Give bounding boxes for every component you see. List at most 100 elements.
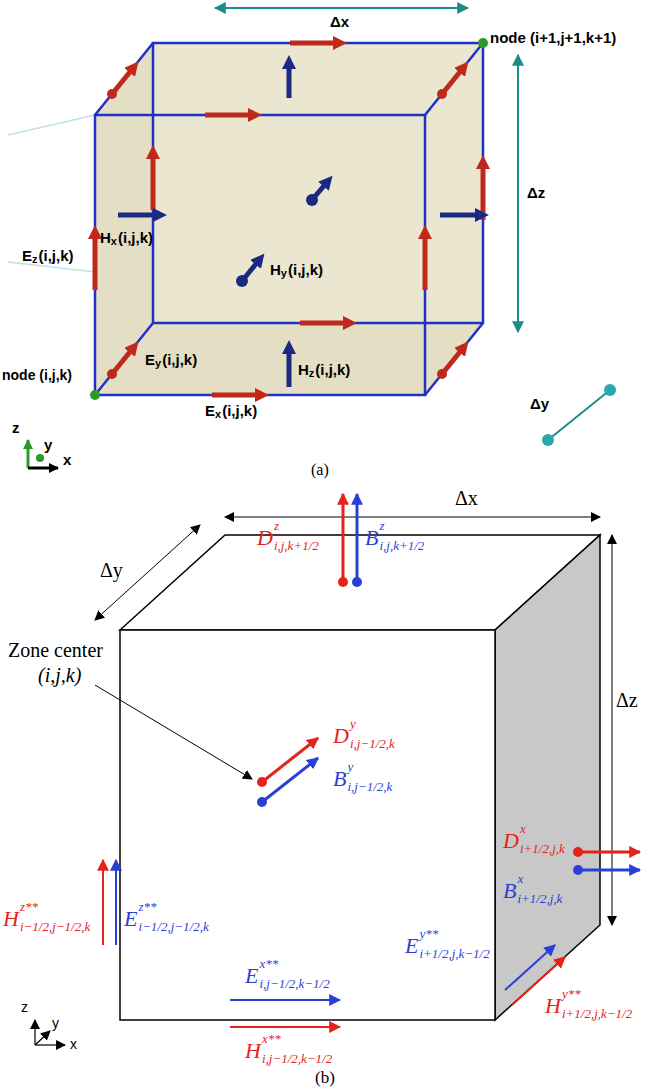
dimension-arrow: [215, 7, 468, 9]
bz-arrow: [356, 494, 359, 582]
dimension-ball: [542, 434, 554, 446]
by-arrow: [262, 758, 318, 802]
hx-arrow: [230, 1026, 340, 1028]
field-symbol: H: [270, 262, 281, 277]
ez-arrow: [93, 232, 98, 290]
edge-field-arrows: [103, 860, 565, 1027]
dimension-label: Δz: [527, 185, 545, 200]
front-face: [120, 630, 495, 1020]
dimension-arrow: [612, 535, 613, 925]
h-field-arrows: [118, 62, 482, 387]
field-symbol: E: [405, 935, 418, 957]
edge: [95, 323, 153, 395]
axis-label: y: [52, 1016, 59, 1030]
field-superscript: x: [520, 822, 526, 835]
field-superscript: z: [379, 519, 384, 532]
ball: [107, 369, 117, 379]
yee-cube-a: [8, 8, 616, 468]
ey-arrow: [442, 347, 464, 374]
field-subscript: i−1/2,j−1/2,k: [138, 920, 208, 933]
ez-arrow: [115, 860, 117, 945]
e-field-balls: [107, 89, 447, 379]
axis: [35, 1044, 65, 1045]
ey-arrow: [505, 945, 555, 990]
field-subscript: z: [32, 254, 38, 265]
field-index: (i,j,k): [222, 403, 257, 418]
field-subscript: i+1/2,j,k−1/2: [419, 947, 489, 960]
dimension-bar: [548, 390, 610, 440]
axis-label: z: [12, 420, 20, 435]
edge: [425, 43, 483, 115]
dimension-label: Δz: [616, 690, 638, 710]
hz-arrow: [287, 347, 292, 387]
dimension-arrow: [225, 517, 600, 518]
field-subscript: i,j,k+1/2: [379, 539, 424, 552]
leader-line: [95, 685, 252, 779]
ball: [107, 89, 117, 99]
dimension-ball: [604, 384, 616, 396]
field-superscript: z: [274, 519, 279, 532]
axis-label: y: [44, 437, 52, 452]
field-subscript: i,j−1/2,k−1/2: [262, 1052, 332, 1065]
axis: [35, 1031, 50, 1045]
field-symbol: E: [22, 248, 32, 263]
ball: [437, 89, 447, 99]
axis-label: x: [63, 452, 71, 467]
field-index: (i,j,k): [162, 352, 197, 367]
field-superscript: x**: [262, 1032, 281, 1045]
ey-arrow: [112, 347, 134, 374]
callout-text: (i,j,k): [38, 665, 81, 685]
node-label: node (i+1,j+1,k+1): [490, 30, 616, 45]
field-symbol: E: [205, 403, 215, 418]
field-index: (i,j,k): [118, 230, 153, 245]
ez-arrow: [423, 232, 428, 290]
field-subscript: i+1/2,j,k: [520, 842, 565, 855]
edge: [425, 323, 483, 395]
dot: [338, 577, 348, 587]
hx-arrow: [440, 213, 482, 218]
dimension-arrow: [95, 525, 200, 620]
field-symbol: E: [245, 965, 258, 987]
dimension-label: Δx: [455, 488, 478, 508]
side-face: [495, 535, 600, 1020]
dot: [573, 865, 583, 875]
axis: [27, 440, 30, 468]
dz-arrow: [342, 494, 345, 582]
field-superscript: y: [347, 760, 353, 773]
dot: [573, 847, 583, 857]
dot: [352, 577, 362, 587]
field-subscript: i+1/2,j,k−1/2: [562, 1007, 632, 1020]
field-symbol: B: [365, 527, 378, 549]
axis-dot: [36, 454, 44, 462]
cube-edges: [95, 43, 483, 395]
field-symbol: H: [298, 362, 309, 377]
ball: [437, 369, 447, 379]
callout-text: Zone center: [8, 640, 103, 660]
field-symbol: B: [503, 880, 516, 902]
field-index: (i,j,k): [315, 362, 350, 377]
ey-arrow: [112, 67, 134, 94]
field-superscript: x**: [259, 957, 278, 970]
field-symbol: H: [100, 230, 111, 245]
edge: [95, 43, 153, 115]
dimension-label: Δx: [330, 14, 349, 29]
ball: [306, 194, 318, 206]
field-symbol: H: [545, 995, 561, 1017]
flux-arrows: [262, 494, 640, 870]
back-face: [153, 43, 483, 323]
dimension-label: Δy: [100, 560, 123, 580]
field-symbol: E: [145, 352, 155, 367]
guide-line: [8, 262, 95, 272]
field-subscript: i,j,k+1/2: [274, 539, 319, 552]
bx-arrow: [578, 869, 640, 872]
field-superscript: z**: [20, 900, 38, 913]
field-symbol: H: [3, 908, 19, 930]
field-subscript: y: [281, 268, 287, 279]
field-subscript: i,j−1/2,k: [350, 737, 395, 750]
axis: [28, 467, 58, 470]
e-field-arrows: [95, 43, 483, 395]
node-dot: [90, 390, 100, 400]
field-superscript: y: [350, 717, 356, 730]
field-subscript: i−1/2,j−1/2,k: [20, 920, 90, 933]
